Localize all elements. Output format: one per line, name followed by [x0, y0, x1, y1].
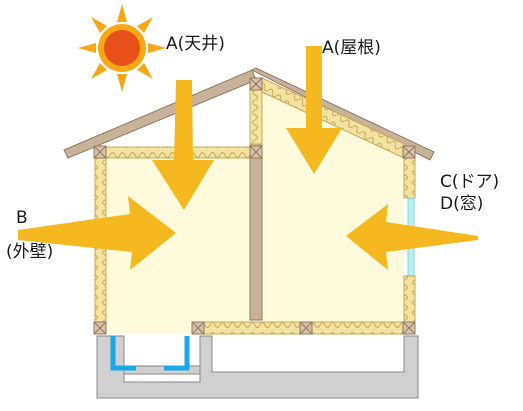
right-wall-insulation-upper — [403, 157, 416, 199]
label-wall-letter: B — [16, 208, 28, 228]
arrow-roof-icon — [286, 46, 342, 174]
label-roof: A(屋根) — [322, 38, 381, 58]
post-top-center — [249, 145, 263, 159]
arrow-ceiling-icon — [152, 80, 214, 210]
post-top-right — [402, 145, 416, 159]
arrow-wall-icon — [18, 196, 176, 270]
sun-icon — [78, 4, 166, 92]
label-wall-name: (外壁) — [6, 242, 54, 262]
center-partition-insulation — [249, 83, 263, 145]
post-bottom-left — [93, 321, 107, 335]
post-ridge — [249, 77, 263, 91]
foundation-insulation — [110, 336, 190, 371]
foundation — [96, 335, 419, 399]
label-ceiling: A(天井) — [166, 34, 225, 54]
floor-beam-left — [95, 322, 197, 334]
post-top-left — [93, 145, 107, 159]
post-bottom-mid-left — [191, 321, 205, 335]
post-bottom-right — [402, 321, 416, 335]
right-wall-insulation-lower — [403, 275, 416, 325]
arrow-window-icon — [346, 204, 478, 270]
roof-left-board — [63, 69, 257, 159]
post-bottom-center — [299, 321, 313, 335]
label-window: D(窓) — [440, 194, 484, 214]
label-door: C(ドア) — [440, 172, 500, 192]
